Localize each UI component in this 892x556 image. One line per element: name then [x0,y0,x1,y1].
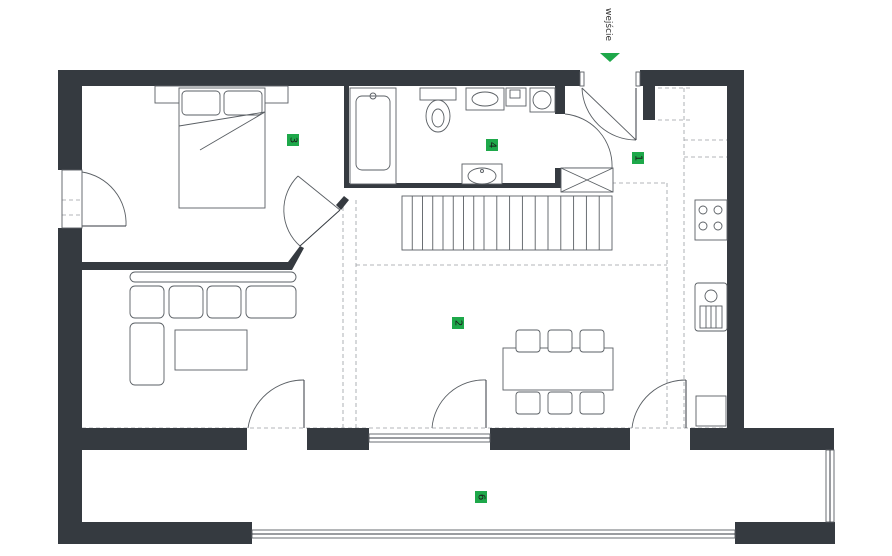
room-tag-6: 6 [475,491,487,503]
dining-set [502,329,614,415]
kitchen [694,199,728,427]
room-number: 2 [453,320,464,326]
room-tag-1: 1 [632,152,644,164]
entry-label: wejście [603,8,614,42]
room-number: 4 [487,142,498,148]
double-bed [154,85,289,209]
room-tag-4: 4 [486,139,498,151]
room-number: 3 [288,137,299,143]
room-tag-2: 2 [452,317,464,329]
room-tag-3: 3 [287,134,299,146]
windows [251,71,835,539]
entry-marker: wejście [600,8,620,62]
coffee-table [174,329,248,371]
entry-arrow-icon [600,53,620,62]
staircase [401,195,613,251]
walls [58,70,835,544]
room-number: 1 [633,155,644,161]
sofa [129,271,297,386]
room-number: 6 [476,494,487,500]
doors [61,87,687,429]
bathroom-fixtures [349,87,614,193]
